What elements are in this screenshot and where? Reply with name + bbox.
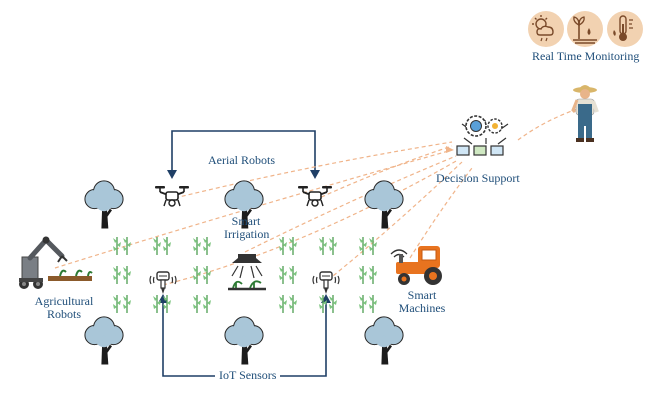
tree-icon <box>363 180 405 230</box>
tree-icon <box>363 316 405 366</box>
tractor-icon <box>390 246 442 285</box>
label-smart-machines: Smart Machines <box>394 289 450 315</box>
label-smart-machines-line1: Smart <box>407 288 437 302</box>
drone-icon <box>297 185 333 207</box>
farmer-icon <box>571 85 599 142</box>
sensor-icon <box>149 271 177 295</box>
label-smart-irrigation: Smart Irrigation <box>224 214 270 241</box>
aerial-robots-connector <box>167 130 320 179</box>
plant-icon <box>358 265 378 285</box>
robot-arm-icon <box>19 236 93 289</box>
label-smart-machines-line2: Machines <box>398 301 446 315</box>
weather-icon <box>532 15 554 42</box>
plant-icon <box>112 294 132 314</box>
thermometer-icon <box>613 15 633 41</box>
plant-icon <box>112 265 132 285</box>
label-agricultural-robots-line2: Robots <box>46 307 81 321</box>
tree-icon <box>83 316 125 366</box>
label-agricultural-robots: Agricultural Robots <box>26 295 102 321</box>
plant-icon <box>112 236 132 256</box>
label-smart-irrigation-line1: Smart <box>231 214 261 228</box>
plant-icon <box>152 236 172 256</box>
soil-icon <box>573 16 597 44</box>
label-real-time-monitoring: Real Time Monitoring <box>532 49 640 63</box>
label-iot-sensors: IoT Sensors <box>215 369 281 382</box>
label-smart-irrigation-line2: Irrigation <box>224 227 270 241</box>
plant-icon <box>278 294 298 314</box>
label-aerial-robots: Aerial Robots <box>208 153 275 167</box>
trees <box>83 180 405 366</box>
plant-icon <box>192 265 212 285</box>
tree-icon <box>223 316 265 366</box>
label-agricultural-robots-line1: Agricultural <box>34 294 94 308</box>
irrigation-icon <box>228 254 266 291</box>
label-decision-support: Decision Support <box>436 171 520 185</box>
plant-icon <box>278 265 298 285</box>
gears-icon <box>456 115 509 156</box>
plant-icon <box>358 294 378 314</box>
plant-icon <box>278 236 298 256</box>
sensor-icon <box>312 271 340 295</box>
monitoring-icons <box>528 11 643 47</box>
plant-icon <box>192 236 212 256</box>
crop-field <box>112 236 378 314</box>
plant-icon <box>192 294 212 314</box>
plant-icon <box>318 236 338 256</box>
tree-icon <box>83 180 125 230</box>
